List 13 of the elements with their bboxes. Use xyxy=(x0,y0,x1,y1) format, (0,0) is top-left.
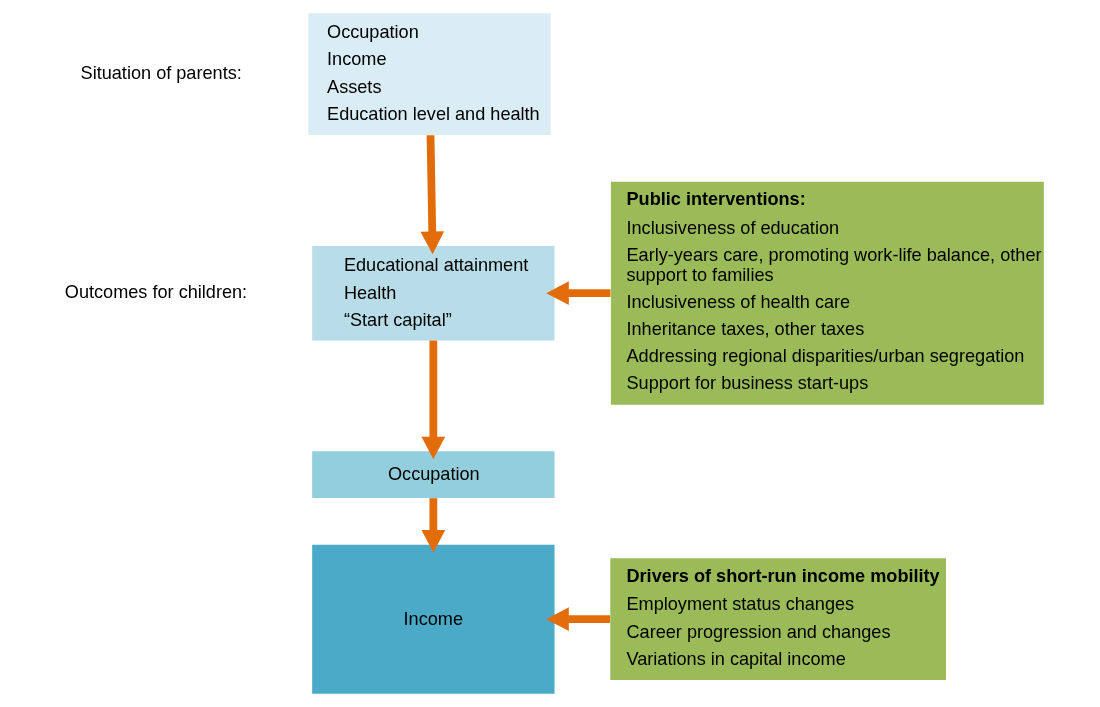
label: Situation of parents: xyxy=(80,62,242,83)
node-box: Occupation Income Assets Education level and health xyxy=(308,13,551,136)
node-box: Occupation xyxy=(312,451,555,498)
node-box: Educational attainment Health “Start capital” xyxy=(312,245,555,341)
arrow xyxy=(546,281,611,306)
arrow xyxy=(421,498,446,553)
arrow xyxy=(420,135,445,255)
arrow xyxy=(546,607,610,632)
node-box: Drivers of short-run income mobility Employment status changes Career progression and changes Variations in capital income xyxy=(610,558,946,681)
arrow xyxy=(421,340,446,460)
node-box: Public interventions: Inclusiveness of education Early-years care, promoting work-life balance, other support to families Inclusiveness of health care Inheritance taxes, other taxes Addressing regional disparities/urban segregation Support for business start-ups xyxy=(610,181,1044,405)
label: Outcomes for children: xyxy=(64,282,248,303)
node-box: Income xyxy=(312,544,555,694)
